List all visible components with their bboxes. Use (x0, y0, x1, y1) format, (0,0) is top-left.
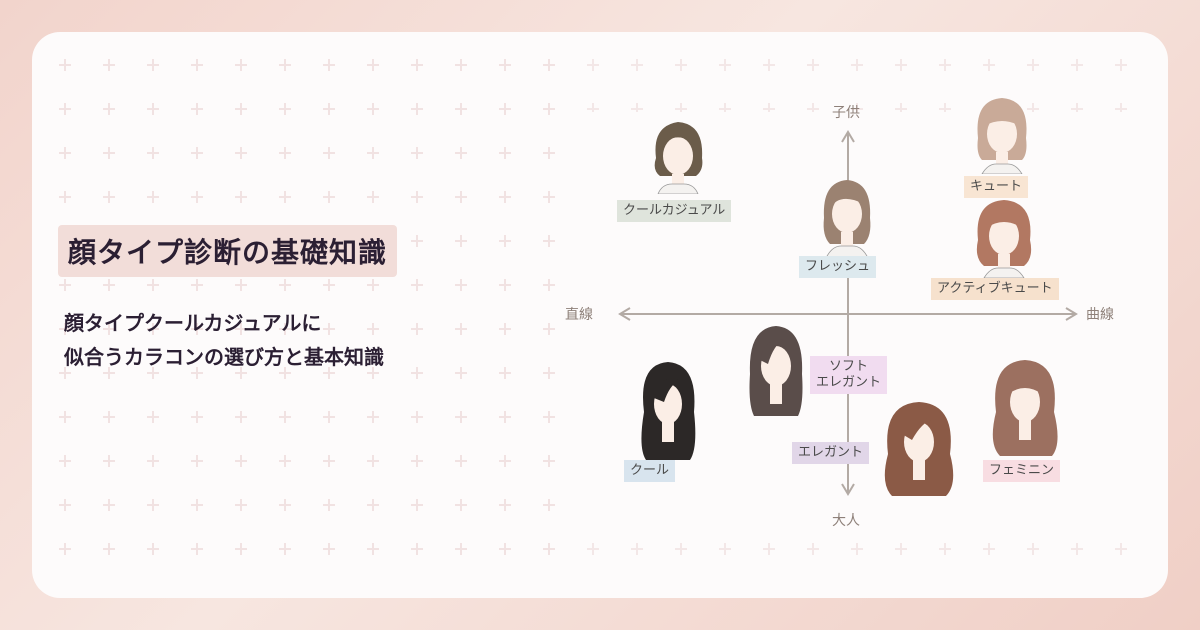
active-cute-face-illustration (976, 200, 1032, 278)
feminine-face-illustration (992, 360, 1058, 456)
axis-label-left: 直線 (565, 307, 593, 323)
title-tag: 顔タイプ診断の基礎知識 (58, 225, 398, 277)
type-label-soft-elegant-line1: ソフト (829, 359, 869, 374)
type-label-soft-elegant: ソフト エレガント (810, 356, 888, 394)
type-label-fresh: フレッシュ (799, 256, 877, 278)
type-label-soft-elegant-line2: エレガント (816, 375, 882, 390)
axis-label-bottom: 大人 (832, 513, 860, 529)
type-label-cute: キュート (964, 176, 1029, 198)
cool-face-illustration (641, 362, 696, 460)
elegant-face-illustration (884, 402, 954, 496)
cute-face-illustration (977, 98, 1027, 174)
content-card: 顔タイプ診断の基礎知識 顔タイプクールカジュアルに 似合うカラコンの選び方と基本… (32, 32, 1168, 598)
fresh-face-illustration (823, 180, 871, 258)
type-label-elegant: エレガント (792, 442, 870, 464)
type-label-feminine: フェミニン (983, 460, 1061, 482)
axis-label-right: 曲線 (1086, 307, 1114, 323)
subtitle-line-1: 顔タイプクールカジュアルに (64, 311, 322, 335)
type-label-cool: クール (624, 460, 676, 482)
subtitle: 顔タイプクールカジュアルに 似合うカラコンの選び方と基本知識 (64, 306, 384, 374)
background-cross-pattern (42, 52, 1158, 582)
subtitle-line-2: 似合うカラコンの選び方と基本知識 (64, 345, 384, 369)
page-title: 顔タイプ診断の基礎知識 (68, 236, 388, 269)
cool-casual-face-illustration (654, 122, 703, 194)
type-label-active-cute: アクティブキュート (931, 278, 1059, 300)
soft-elegant-face-illustration (749, 326, 803, 416)
axis-label-top: 子供 (832, 105, 860, 121)
type-label-cool-casual: クールカジュアル (617, 200, 732, 222)
